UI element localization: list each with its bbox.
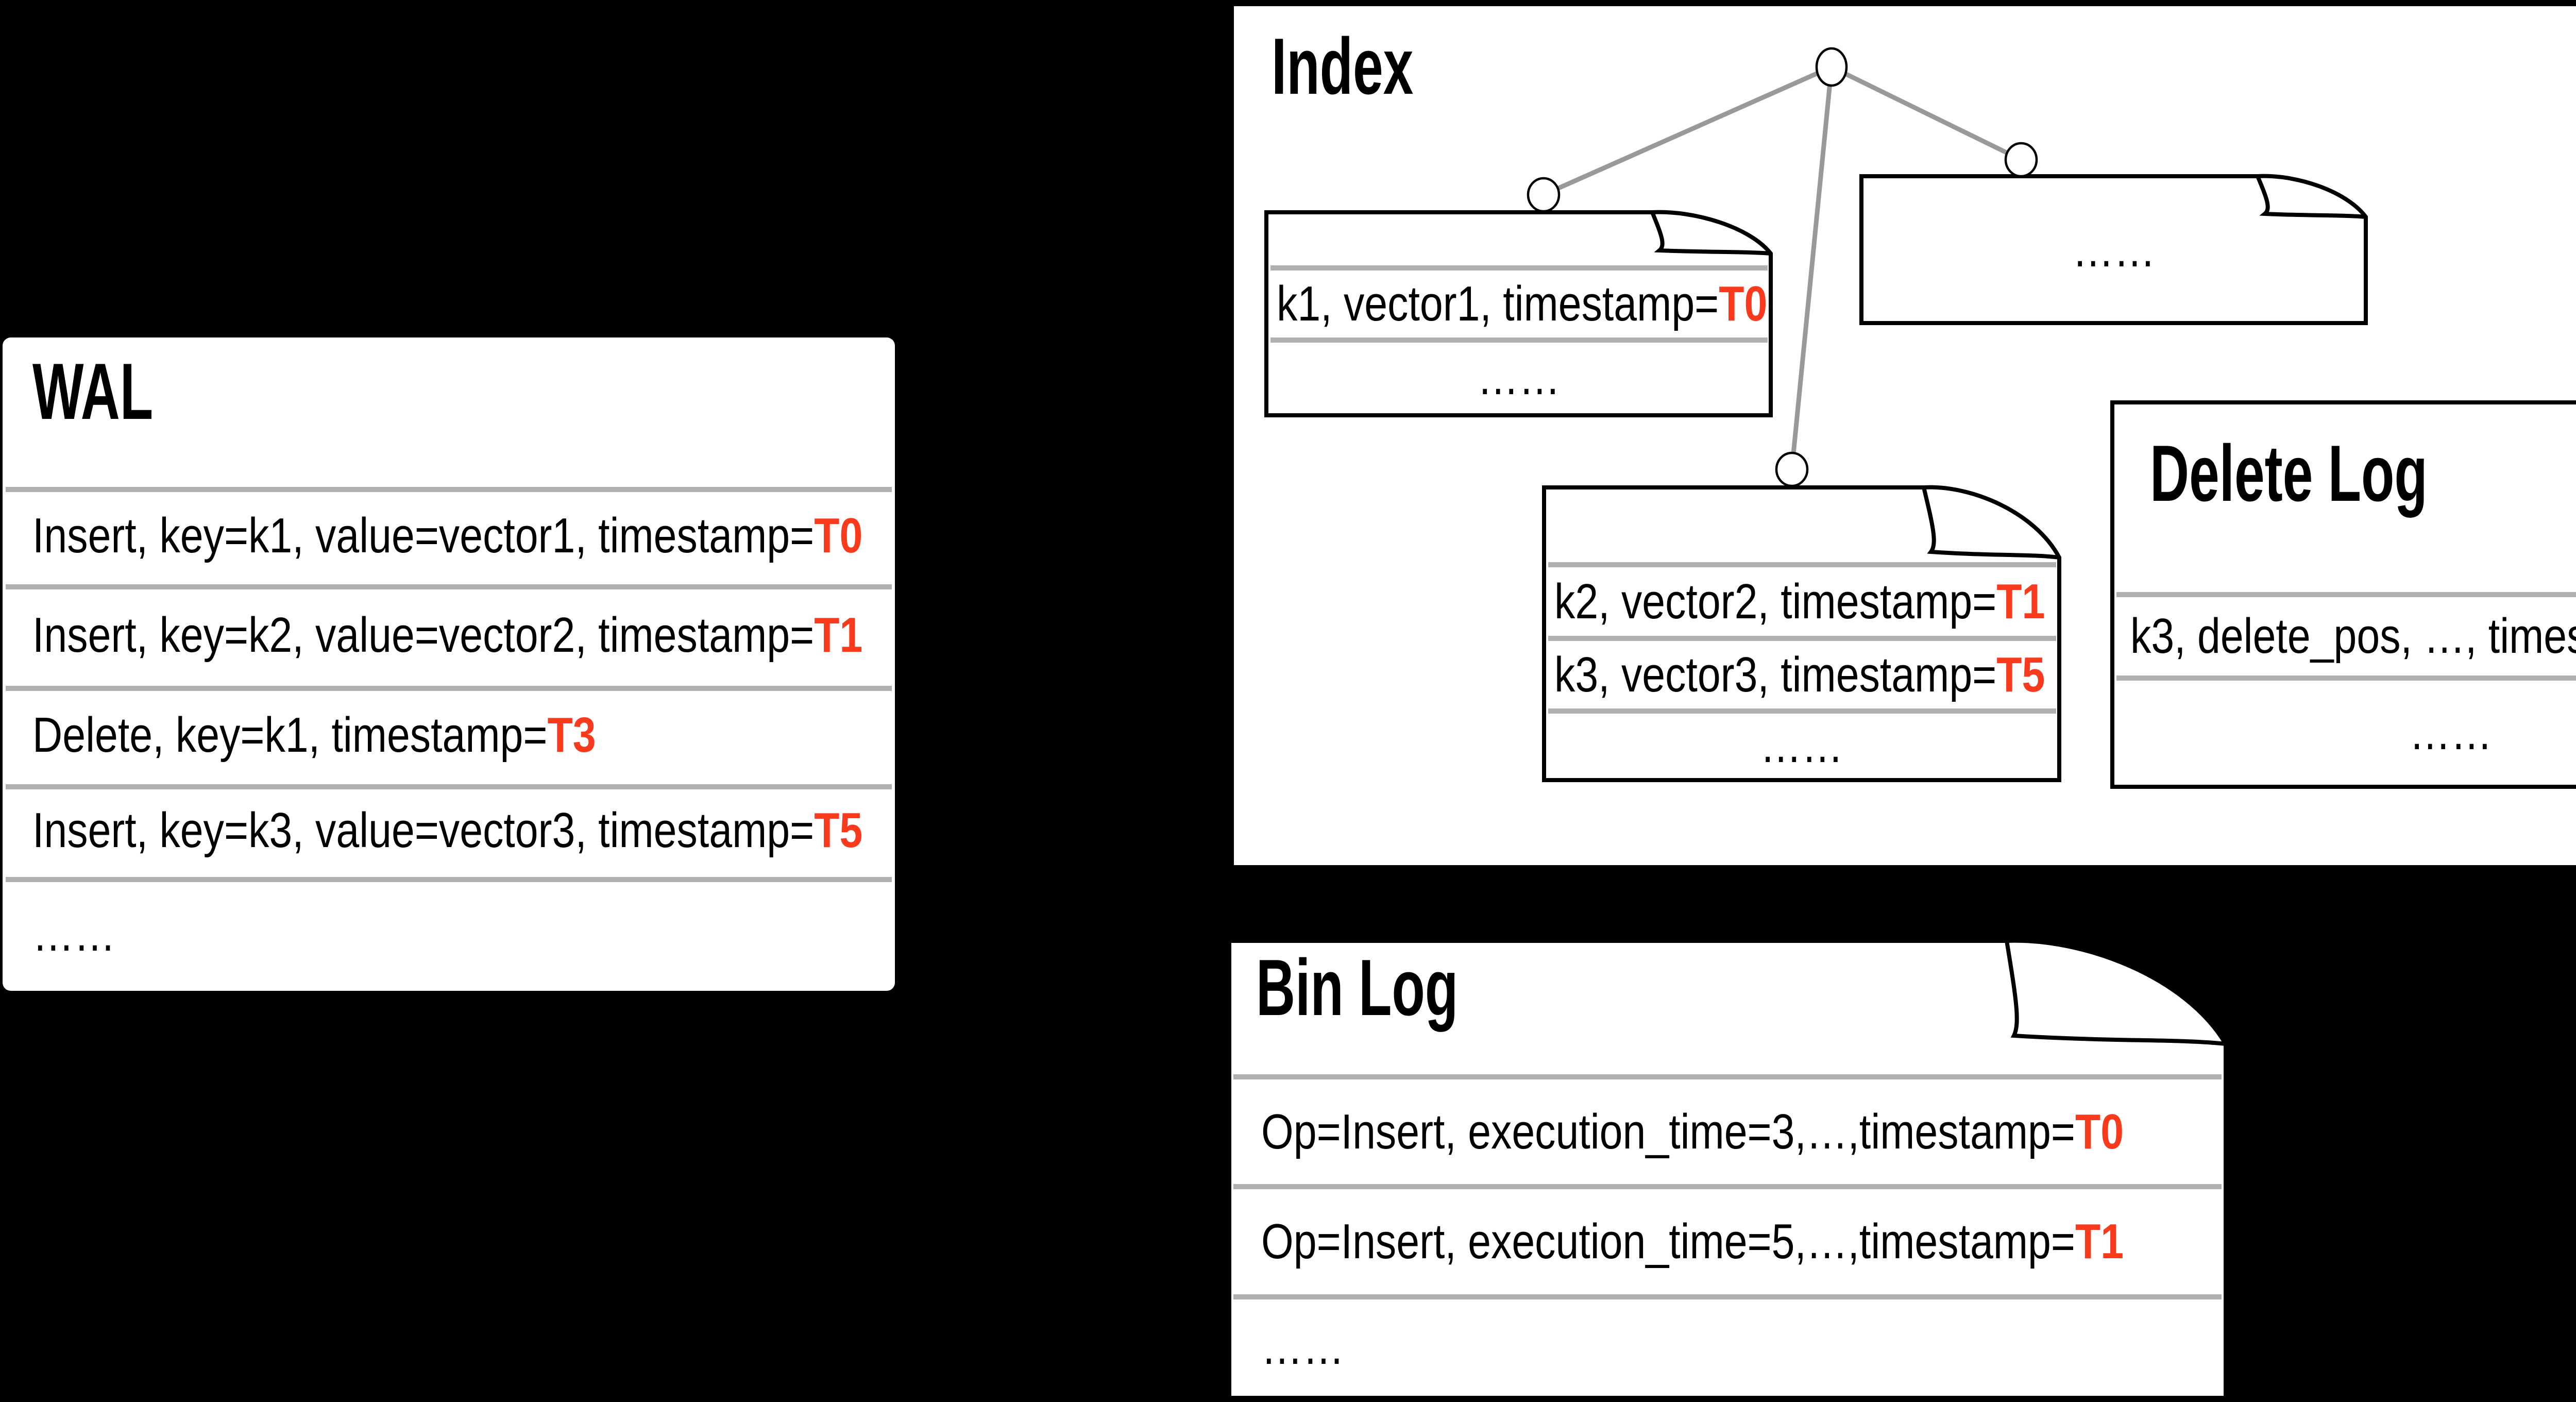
index-more-ellipsis-row: …… — [1861, 176, 2366, 323]
index-row-text: k1, vector1, timestamp= — [1277, 276, 1719, 331]
index-panel: Index k1, vector1, timestamp=T0 …… …… k2… — [1234, 6, 2576, 865]
ellipsis-text: …… — [1760, 718, 1843, 773]
index-row-text: k3, vector3, timestamp= — [1554, 647, 1997, 702]
wal-row: Insert, key=k1, value=vector1, timestamp… — [32, 487, 1021, 584]
delete-log-row: k3, delete_pos, …, timestamp=T3 — [2130, 595, 2576, 678]
index-segment-more-doc — [1859, 174, 2368, 325]
wal-row: Delete, key=k1, timestamp=T3 — [32, 686, 703, 784]
ellipsis-text: …… — [1477, 350, 1561, 405]
bin-log-row-text: Op=Insert, execution_time=5,…,timestamp= — [1261, 1214, 2075, 1269]
bin-log-row: Op=Insert, execution_time=5,…,timestamp=… — [1261, 1187, 2199, 1297]
index-k3-row: k3, vector3, timestamp=T5 — [1554, 638, 2049, 711]
wal-row-text: Insert, key=k1, value=vector1, timestamp… — [32, 508, 815, 563]
ellipsis-text: …… — [1261, 1320, 1345, 1375]
index-title: Index — [1272, 22, 1414, 111]
wal-row-text: Delete, key=k1, timestamp= — [32, 707, 548, 763]
wal-separator — [6, 584, 892, 589]
index-k1-ellipsis-row: …… — [1266, 340, 1771, 415]
wal-separator — [6, 877, 892, 882]
delete-log-ellipsis-row: …… — [2112, 678, 2576, 787]
ellipsis-text: …… — [2072, 222, 2156, 277]
tree-child-node — [1775, 451, 1809, 487]
wal-ellipsis-row: …… — [32, 877, 131, 991]
index-segment-k2k3-doc — [1542, 485, 2061, 782]
index-tree-graphic — [1264, 47, 2576, 789]
tree-edge — [1543, 64, 1833, 197]
timestamp-value: T0 — [1719, 276, 1768, 331]
timestamp-value: T5 — [1996, 647, 2045, 702]
wal-row: Insert, key=k2, value=vector2, timestamp… — [32, 584, 1021, 686]
delete-log-doc — [2110, 400, 2576, 789]
wal-title: WAL — [32, 347, 154, 436]
timestamp-value: T5 — [814, 803, 863, 858]
timestamp-value: T1 — [1996, 573, 2045, 629]
wal-separator — [6, 784, 892, 789]
ellipsis-text: …… — [32, 906, 116, 961]
timestamp-value: T0 — [2075, 1104, 2124, 1159]
delete-log-row-text: k3, delete_pos, …, timestamp= — [2130, 609, 2576, 664]
bin-log-title: Bin Log — [1256, 943, 1459, 1032]
bin-log-box: Bin Log Op=Insert, execution_time=3,…,ti… — [1229, 941, 2226, 1400]
wal-row: Insert, key=k3, value=vector3, timestamp… — [32, 784, 1021, 877]
tree-edge — [1789, 66, 1834, 470]
wal-separator — [6, 686, 892, 691]
index-segment-k1-doc — [1264, 210, 1773, 417]
index-k2-row: k2, vector2, timestamp=T1 — [1554, 565, 2049, 638]
timestamp-value: T1 — [2075, 1214, 2124, 1269]
wal-box: WAL Insert, key=k1, value=vector1, times… — [3, 337, 895, 991]
index-row-text: k2, vector2, timestamp= — [1554, 573, 1997, 629]
index-k2k3-ellipsis-row: …… — [1544, 711, 2059, 780]
wal-row-text: Insert, key=k3, value=vector3, timestamp… — [32, 803, 815, 858]
bin-log-ellipsis-row: …… — [1261, 1297, 2199, 1398]
index-k1-row: k1, vector1, timestamp=T0 — [1277, 268, 1767, 340]
delete-log-title: Delete Log — [2150, 429, 2428, 518]
tree-child-node — [1527, 177, 1561, 213]
bin-log-row: Op=Insert, execution_time=3,…,timestamp=… — [1261, 1077, 2199, 1187]
timestamp-value: T1 — [814, 607, 863, 663]
bin-log-doc — [1229, 941, 2226, 1400]
ellipsis-text: …… — [2409, 704, 2493, 760]
tree-edge — [1831, 64, 2022, 162]
tree-root-node — [1815, 47, 1848, 87]
timestamp-value: T3 — [547, 707, 596, 763]
wal-separator — [6, 487, 892, 492]
wal-row-text: Insert, key=k2, value=vector2, timestamp… — [32, 607, 815, 663]
timestamp-value: T0 — [814, 508, 863, 563]
bin-log-row-text: Op=Insert, execution_time=3,…,timestamp= — [1261, 1104, 2075, 1159]
tree-child-node — [2004, 142, 2038, 178]
